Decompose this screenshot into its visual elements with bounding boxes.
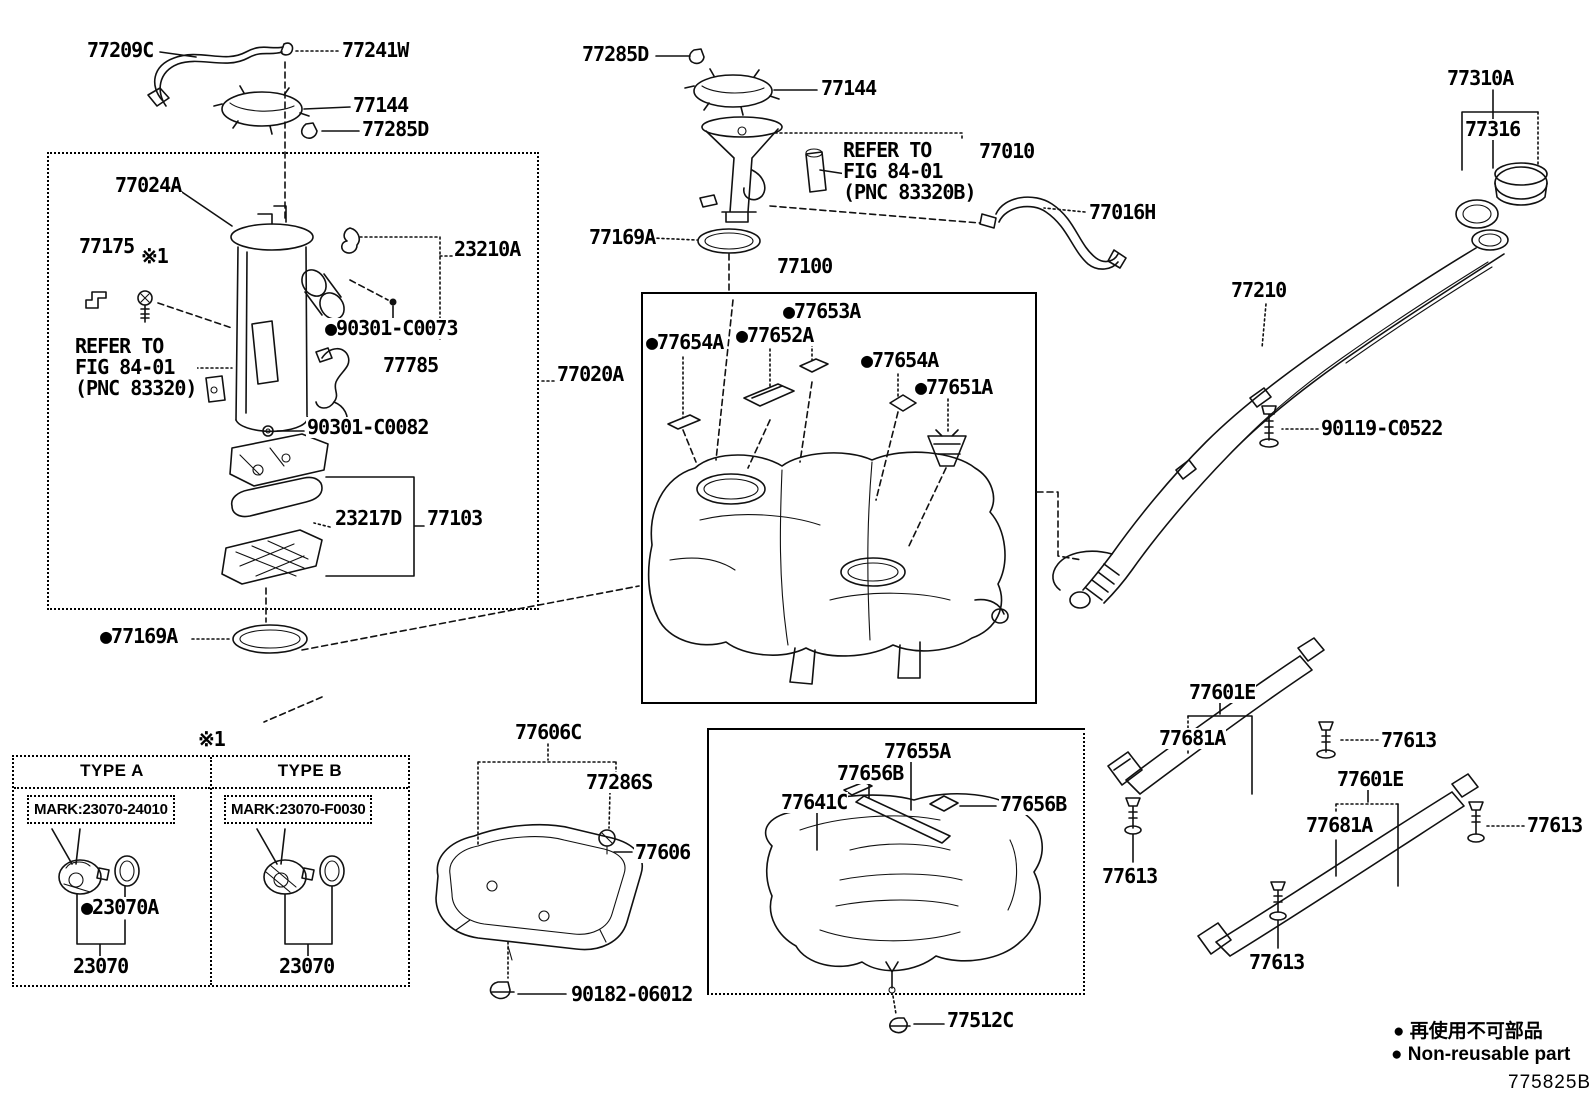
part-label-77169A-left: ●77169A [99, 624, 178, 648]
type-a-column: TYPE A [14, 757, 212, 985]
lock-ring-left-drawing [214, 86, 359, 138]
part-label-23210A: 23210A [453, 237, 521, 261]
legend-non-reusable-jp: ● 再使用不可部品 [1393, 1021, 1543, 1042]
part-label-77241W: 77241W [341, 38, 409, 62]
type-table-drawings [52, 829, 344, 956]
part-label-77024A: 77024A [114, 173, 182, 197]
fuel-tank-box [641, 292, 1037, 704]
part-label-77020A: 77020A [556, 362, 624, 386]
breather-hose-drawing [996, 197, 1126, 269]
part-label-77285D-mid: 77285D [581, 42, 649, 66]
gasket-left-drawing [192, 381, 639, 722]
drawing-code: 775825B [1508, 1072, 1592, 1093]
heat-shield-drawing [766, 762, 1043, 1033]
part-label-90301-C0082: 90301-C0082 [306, 415, 429, 439]
part-label-77606C: 77606C [514, 720, 582, 744]
part-label-77016H: 77016H [1088, 200, 1156, 224]
tank-band-drawings [1108, 638, 1524, 956]
heat-shield-box [707, 728, 1085, 995]
part-label-77613-1: 77613 [1380, 728, 1437, 752]
type-b-header: TYPE B [212, 757, 408, 789]
part-label-77654A-2: ●77654A [860, 348, 939, 372]
part-label-77655A: 77655A [883, 739, 951, 763]
part-label-77656B-2: 77656B [999, 792, 1067, 816]
part-label-77653A: ●77653A [782, 299, 861, 323]
part-label-77613-2: 77613 [1526, 813, 1583, 837]
harness-drawing [148, 43, 338, 222]
mark-label-type-b: MARK:23070-F0030 [224, 795, 373, 824]
part-label-77144-left: 77144 [352, 93, 409, 117]
part-label-77681A-2: 77681A [1305, 813, 1373, 837]
part-label-77652A: ●77652A [735, 323, 814, 347]
part-label-77286S: 77286S [585, 770, 653, 794]
type-b-column: TYPE B [212, 757, 408, 985]
part-label-77209C: 77209C [86, 38, 154, 62]
part-label-77613-3: 77613 [1101, 864, 1158, 888]
part-label-77144-mid: 77144 [820, 76, 877, 100]
pump-subassembly-box [47, 152, 539, 610]
mark-label-type-a: MARK:23070-24010 [27, 795, 175, 824]
part-label-23217D: 23217D [334, 506, 402, 530]
part-label-refer-83320B: REFER TO FIG 84-01 (PNC 83320B) [842, 138, 977, 204]
fuel-tank-drawing [649, 300, 1008, 684]
part-label-77654A-1: ●77654A [645, 330, 724, 354]
part-label-77316: 77316 [1464, 117, 1521, 141]
legend-non-reusable-en: ● Non-reusable part [1391, 1044, 1571, 1065]
part-label-77100: 77100 [776, 254, 833, 278]
part-label-77656B-1: 77656B [836, 761, 904, 785]
bolt-90119-drawing [1260, 406, 1318, 447]
part-label-77512C: 77512C [946, 1008, 1014, 1032]
part-label-90301-C0073: ●90301-C0073 [324, 316, 459, 340]
part-label-77103: 77103 [426, 506, 483, 530]
filler-pipe-drawing [1037, 90, 1547, 608]
part-label-refer-83320: REFER TO FIG 84-01 (PNC 83320) [74, 334, 197, 400]
part-label-77785: 77785 [382, 353, 439, 377]
part-label-77310A: 77310A [1446, 66, 1514, 90]
part-label-23070A: ●23070A [80, 895, 159, 919]
skid-plate-drawing [436, 744, 642, 998]
part-label-77601E-1: 77601E [1188, 680, 1256, 704]
part-label-remark-2: ※1 [197, 727, 226, 751]
part-label-77175: 77175 [78, 234, 135, 258]
part-label-77169A-mid: 77169A [588, 225, 656, 249]
part-label-77210: 77210 [1230, 278, 1287, 302]
part-label-77606: 77606 [634, 840, 691, 864]
part-label-90182-06012: 90182-06012 [570, 982, 693, 1006]
part-label-remark-1: ※1 [140, 244, 169, 268]
part-label-77010: 77010 [978, 139, 1035, 163]
part-label-77285D-left: 77285D [361, 117, 429, 141]
part-label-77641C: 77641C [780, 790, 848, 814]
part-label-77651A: ●77651A [914, 375, 993, 399]
part-label-77681A-1: 77681A [1158, 726, 1226, 750]
part-label-77613-4: 77613 [1248, 950, 1305, 974]
part-label-90119-C0522: 90119-C0522 [1320, 416, 1443, 440]
part-label-77601E-2: 77601E [1336, 767, 1404, 791]
type-a-header: TYPE A [14, 757, 210, 789]
part-label-23070-a: 23070 [72, 954, 129, 978]
gasket-mid-drawing [652, 229, 760, 290]
type-table: TYPE A TYPE B [12, 755, 410, 987]
fuel-pump-assembly-drawing [86, 188, 454, 622]
part-label-23070-b: 23070 [278, 954, 335, 978]
